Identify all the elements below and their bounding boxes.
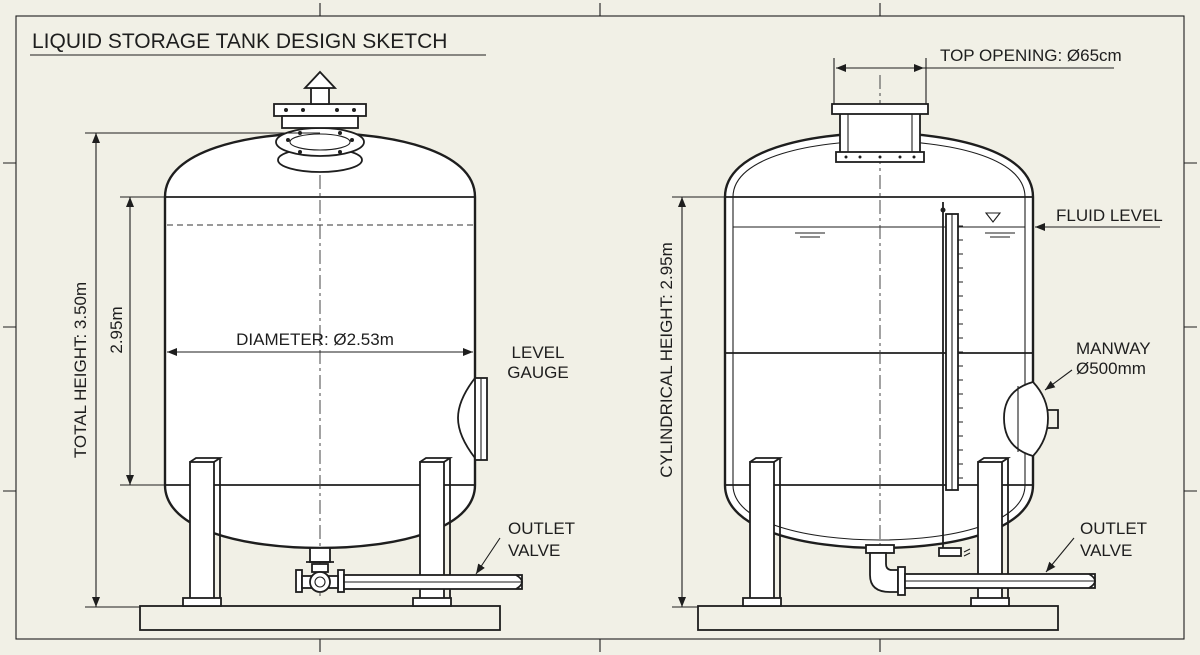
right-outlet-label-line1: OUTLET <box>1080 519 1147 538</box>
right-foundation-slab <box>697 605 1059 631</box>
total-height-label: TOTAL HEIGHT: 3.50m <box>71 282 90 458</box>
left-outlet-label-line1: OUTLET <box>508 519 575 538</box>
left-outlet-valve: OUTLET VALVE <box>295 519 575 593</box>
level-gauge-tube <box>938 202 971 557</box>
manway-cover: MANWAY Ø500mm <box>1003 339 1151 457</box>
sheet-frame <box>3 3 1197 652</box>
left-outlet-label-line2: VALVE <box>508 541 560 560</box>
cylindrical-height-dimension: CYLINDRICAL HEIGHT: 2.95m <box>657 196 725 608</box>
top-opening-dimension: TOP OPENING: Ø65cm <box>833 46 1122 104</box>
top-opening-label: TOP OPENING: Ø65cm <box>940 46 1122 65</box>
left-side-nozzle: LEVEL GAUGE <box>457 343 569 461</box>
title-text: LIQUID STORAGE TANK DESIGN SKETCH <box>32 30 447 53</box>
level-gauge-label-line1: LEVEL <box>512 343 565 362</box>
left-view: TOTAL HEIGHT: 3.50m 2.95m DIAMETER: Ø2.5… <box>71 70 575 631</box>
fluid-level-callout: FLUID LEVEL <box>1035 206 1163 231</box>
fluid-level-label: FLUID LEVEL <box>1056 206 1163 225</box>
shell-height-dimension: 2.95m <box>107 196 165 486</box>
right-view: TOP OPENING: Ø65cm CYLINDRICAL HEIGHT: 2… <box>657 46 1163 631</box>
right-top-nozzle <box>831 103 929 163</box>
diameter-dimension: DIAMETER: Ø2.53m <box>167 330 473 356</box>
right-outlet-label-line2: VALVE <box>1080 541 1132 560</box>
level-gauge-label-line2: GAUGE <box>507 363 568 382</box>
cylindrical-height-label: CYLINDRICAL HEIGHT: 2.95m <box>657 242 676 478</box>
right-outlet-pipe: OUTLET VALVE <box>865 519 1147 596</box>
left-top-flange <box>273 70 367 173</box>
manway-label-line1: MANWAY <box>1076 339 1151 358</box>
manway-label-line2: Ø500mm <box>1076 359 1146 378</box>
drawing-title: LIQUID STORAGE TANK DESIGN SKETCH <box>30 30 486 56</box>
shell-height-label: 2.95m <box>107 306 126 353</box>
diameter-label: DIAMETER: Ø2.53m <box>236 330 394 349</box>
total-height-dimension: TOTAL HEIGHT: 3.50m <box>71 132 320 608</box>
left-foundation-slab <box>139 605 501 631</box>
